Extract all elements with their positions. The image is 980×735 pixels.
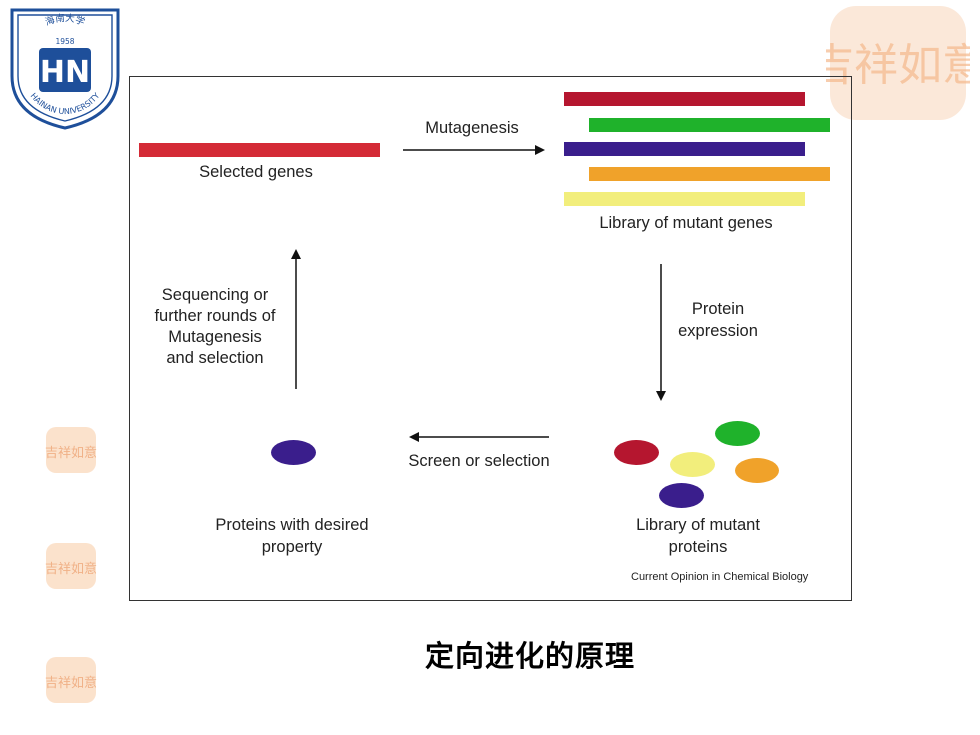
seal-stamp-large: 吉祥如意 <box>826 6 970 120</box>
university-logo: 海南大学 1958 HN HAINAN UNIVERSITY <box>10 8 120 130</box>
seal-text-small-3: 吉祥如意 <box>45 675 97 691</box>
mutant-gene-bar-4 <box>589 167 830 181</box>
mutant-gene-bar-2 <box>589 118 830 132</box>
protein-expression-label-line2: expression <box>678 322 758 340</box>
mutant-gene-bar-3 <box>564 142 805 156</box>
selected-gene-bar <box>139 143 380 157</box>
mutant-gene-bar-1 <box>564 92 805 106</box>
sequencing-label-line2: further rounds of <box>154 307 276 325</box>
seal-text-small-1: 吉祥如意 <box>45 445 97 461</box>
seal-stamp-small-1: 吉祥如意 <box>45 427 97 473</box>
seal-stamp-small-3: 吉祥如意 <box>45 657 97 703</box>
logo-emblem-shield <box>39 48 91 92</box>
selected-genes-label: Selected genes <box>199 163 313 181</box>
desired-proteins-label-line1: Proteins with desired <box>215 516 369 534</box>
mutant-protein-red <box>614 440 659 465</box>
library-proteins-label-line2: proteins <box>668 538 728 556</box>
mutant-protein-green <box>715 421 760 446</box>
diagram-frame <box>129 76 852 601</box>
mutant-protein-yellow <box>670 452 715 477</box>
screen-selection-label: Screen or selection <box>408 452 550 470</box>
source-credit: Current Opinion in Chemical Biology <box>631 571 809 583</box>
desired-proteins-label-line2: property <box>261 538 323 556</box>
slide-caption: 定向进化的原理 <box>424 639 635 673</box>
seal-stamp-small-2: 吉祥如意 <box>45 543 97 589</box>
logo-emblem: HN <box>40 55 90 90</box>
seal-text-large: 吉祥如意 <box>826 40 970 91</box>
sequencing-label-line1: Sequencing or <box>161 286 269 304</box>
sequencing-label-line3: Mutagenesis <box>168 328 262 346</box>
mutant-gene-bar-5 <box>564 192 805 206</box>
selected-protein <box>271 440 316 465</box>
mutant-protein-purple <box>659 483 704 508</box>
seal-text-small-2: 吉祥如意 <box>45 561 97 577</box>
sequencing-label-line4: and selection <box>166 349 264 367</box>
library-genes-label: Library of mutant genes <box>599 214 773 232</box>
mutagenesis-label: Mutagenesis <box>425 119 519 137</box>
library-proteins-label-line1: Library of mutant <box>636 516 760 534</box>
protein-expression-label-line1: Protein <box>691 300 745 318</box>
logo-year: 1958 <box>55 37 74 46</box>
mutant-protein-orange <box>735 458 779 483</box>
